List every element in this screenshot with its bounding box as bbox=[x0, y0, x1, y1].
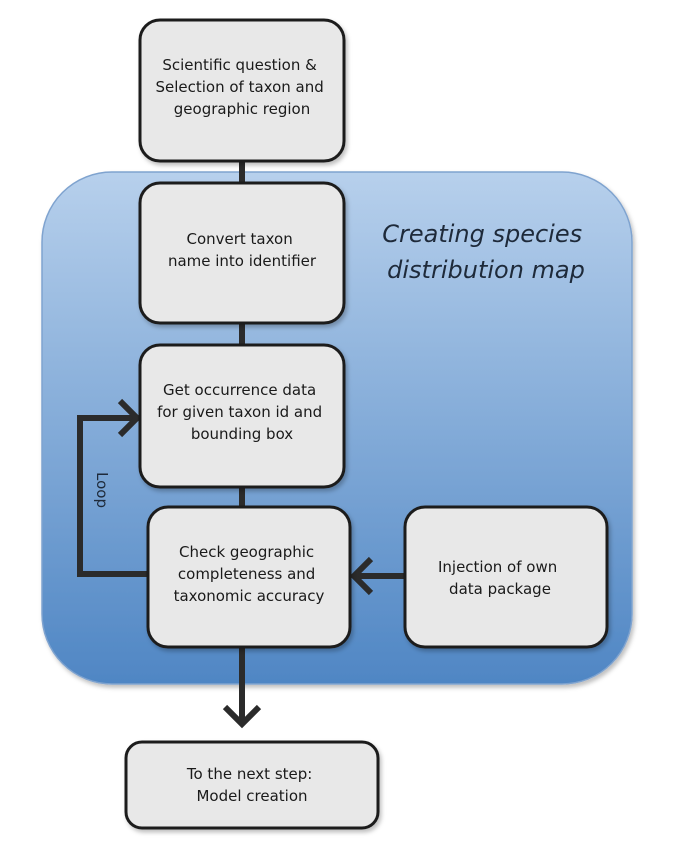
loop-label: Loop bbox=[93, 472, 111, 508]
box-check-line-2: completeness and bbox=[178, 565, 315, 583]
svg-text:Injection of own data pa: Injection of own data package bbox=[438, 558, 562, 598]
box-next-line-1: To the next step: bbox=[186, 765, 312, 783]
box-injection-line-2: data package bbox=[449, 580, 551, 598]
box-occurrence-line-1: Get occurrence data bbox=[163, 381, 316, 399]
loop-connector bbox=[77, 415, 150, 577]
box-next-line-2: Model creation bbox=[196, 787, 307, 805]
box-question-line-3: geographic region bbox=[174, 100, 310, 118]
box-check: Check geographic completeness and taxono… bbox=[146, 505, 352, 649]
box-convert-line-2: name into identifier bbox=[168, 252, 317, 270]
group-title-line-1: Creating species bbox=[382, 220, 582, 248]
box-question-line-1: Scientific question & bbox=[162, 56, 317, 74]
svg-text:Get occurrence data for: Get occurrence data for given taxon id a… bbox=[157, 381, 327, 443]
svg-text:Convert taxon name into: Convert taxon name into identifier bbox=[168, 230, 317, 270]
box-next-step: To the next step: Model creation bbox=[124, 740, 380, 830]
svg-text:To the next step: Model: To the next step: Model creation bbox=[186, 765, 317, 805]
injection-arrowhead bbox=[349, 556, 374, 596]
box-occurrence-line-3: bounding box bbox=[191, 425, 293, 443]
loop-arrowhead bbox=[117, 398, 142, 438]
box-injection-line-1: Injection of own bbox=[438, 558, 557, 576]
box-question: Scientific question & Selection of taxon… bbox=[138, 18, 346, 163]
connectors bbox=[77, 160, 406, 729]
box-occurrence-line-2: for given taxon id and bbox=[157, 403, 322, 421]
group-title-line-2: distribution map bbox=[387, 256, 585, 284]
box-injection: Injection of own data package bbox=[403, 505, 609, 649]
box-question-line-2: Selection of taxon and bbox=[155, 78, 323, 96]
box-convert-line-1: Convert taxon bbox=[186, 230, 292, 248]
group-title: Creating species distribution map bbox=[382, 220, 590, 284]
box-convert: Convert taxon name into identifier bbox=[138, 181, 346, 325]
svg-text:Scientific question & Se: Scientific question & Selection of taxon… bbox=[155, 56, 328, 118]
arrowhead-down bbox=[222, 704, 262, 729]
box-check-line-1: Check geographic bbox=[179, 543, 314, 561]
svg-text:Check geographic complet: Check geographic completeness and taxono… bbox=[174, 543, 325, 605]
box-occurrence: Get occurrence data for given taxon id a… bbox=[138, 343, 346, 489]
box-check-line-3: taxonomic accuracy bbox=[174, 587, 325, 605]
